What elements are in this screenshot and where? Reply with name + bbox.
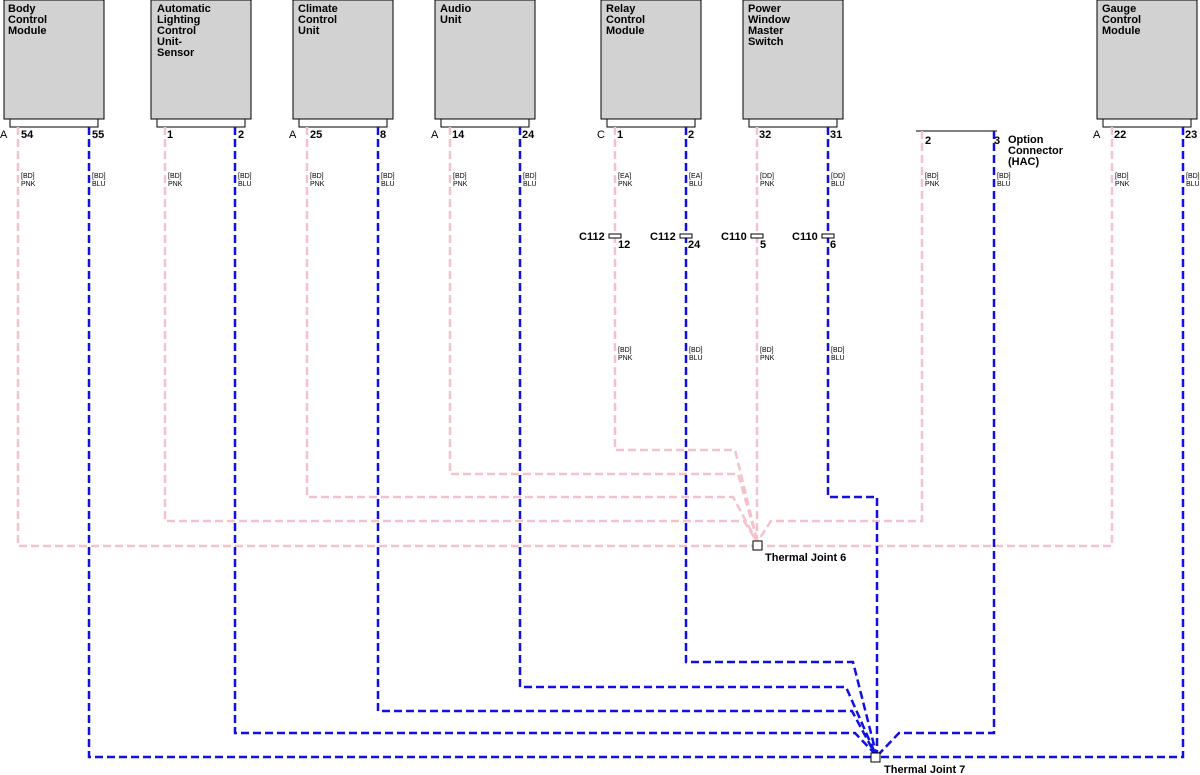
connector-letter: A bbox=[1093, 129, 1101, 141]
wire-label: [BD]PNK bbox=[310, 173, 325, 188]
pin-label: 2 bbox=[238, 129, 244, 141]
inline-connector-c112-12: C112 12 bbox=[579, 231, 630, 251]
pin-label: 24 bbox=[522, 129, 535, 141]
wire-label: [BD]PNK bbox=[925, 173, 940, 188]
wire-pwms-31-blu bbox=[826, 127, 879, 753]
wire-bcm-54-pnk bbox=[16, 127, 757, 548]
svg-text:6: 6 bbox=[830, 239, 836, 251]
wire-hac-3-blu bbox=[877, 131, 996, 756]
svg-text:5: 5 bbox=[760, 239, 766, 251]
wire-rcm-1-pnk bbox=[613, 127, 759, 541]
svg-text:12: 12 bbox=[618, 239, 630, 251]
svg-text:Thermal Joint 7: Thermal Joint 7 bbox=[884, 764, 965, 775]
wire-label: [EA]PNK bbox=[618, 173, 633, 188]
wire-label: [BD]BLU bbox=[689, 347, 703, 362]
wire-rcm-2-blu bbox=[684, 127, 878, 754]
wire-audio-24-blu bbox=[518, 127, 877, 754]
pin-label: 25 bbox=[310, 129, 322, 141]
thermal-joint-6: Thermal Joint 6 bbox=[752, 540, 846, 564]
connector-letter: A bbox=[0, 129, 8, 141]
wire-alc-1-pnk bbox=[163, 127, 759, 543]
svg-text:C112: C112 bbox=[579, 231, 605, 243]
thermal-joint-7: Thermal Joint 7 bbox=[870, 752, 965, 775]
pin-label: 2 bbox=[688, 129, 694, 141]
svg-text:C112: C112 bbox=[650, 231, 676, 243]
wire-label: [BD]PNK bbox=[618, 347, 633, 362]
pin-label: 23 bbox=[1185, 129, 1197, 141]
inline-connector-c110-6: C110 6 bbox=[792, 231, 836, 251]
svg-text:C110: C110 bbox=[792, 231, 818, 243]
wire-label: [DD]PNK bbox=[760, 173, 775, 188]
wire-label: [BD]PNK bbox=[168, 173, 183, 188]
pin-label: 8 bbox=[380, 129, 386, 141]
wire-label: [BD]PNK bbox=[1115, 173, 1130, 188]
pin-label: 55 bbox=[92, 129, 104, 141]
wire-label: [BD]BLU bbox=[381, 173, 395, 188]
wire-label: [EA]BLU bbox=[689, 173, 703, 188]
wire-ccu-25-pnk bbox=[305, 127, 758, 541]
inline-connector-c112-24: C112 24 bbox=[650, 231, 701, 251]
wire-audio-14-pnk bbox=[448, 127, 759, 541]
pin-label: 22 bbox=[1114, 129, 1126, 141]
wire-label: [BD]BLU bbox=[997, 173, 1011, 188]
wire-label: [BD]PNK bbox=[760, 347, 775, 362]
wire-label: [BD]BLU bbox=[1186, 173, 1200, 188]
connector-letter: A bbox=[431, 129, 439, 141]
pin-label: 3 bbox=[994, 135, 1000, 147]
connector-letter: A bbox=[289, 129, 297, 141]
pin-label: 1 bbox=[167, 129, 173, 141]
pin-label: 2 bbox=[925, 135, 931, 147]
wire-label: [BD]PNK bbox=[453, 173, 468, 188]
wire-gcm-22-pnk bbox=[757, 127, 1114, 548]
wire-gcm-23-blu bbox=[876, 127, 1185, 759]
pin-label: 31 bbox=[830, 129, 842, 141]
wire-hac-2-pnk bbox=[756, 131, 924, 542]
blue-wires bbox=[87, 127, 1185, 759]
wire-label: [DD]BLU bbox=[831, 173, 845, 188]
wire-bcm-55-blu bbox=[87, 127, 876, 759]
pink-wires bbox=[16, 127, 1114, 548]
inline-connector-c110-5: C110 5 bbox=[721, 231, 766, 251]
wire-code-labels: [BD]PNK [BD]BLU [BD]PNK [BD]BLU [BD]PNK … bbox=[21, 173, 1200, 362]
pin-label: 54 bbox=[21, 129, 34, 141]
svg-text:C110: C110 bbox=[721, 231, 747, 243]
wire-label: [BD]BLU bbox=[92, 173, 106, 188]
pin-label: 1 bbox=[617, 129, 623, 141]
wire-alc-2-blu bbox=[233, 127, 877, 756]
wire-label: [BD]BLU bbox=[831, 347, 845, 362]
pin-label: 32 bbox=[759, 129, 771, 141]
wire-label: [BD]BLU bbox=[238, 173, 252, 188]
svg-text:Thermal Joint 6: Thermal Joint 6 bbox=[765, 552, 846, 564]
wire-label: [BD]BLU bbox=[523, 173, 537, 188]
connector-letter: C bbox=[597, 129, 605, 141]
svg-text:24: 24 bbox=[688, 239, 701, 251]
pin-label: 14 bbox=[452, 129, 465, 141]
wire-label: [BD]PNK bbox=[21, 173, 36, 188]
wire-ccu-8-blu bbox=[376, 127, 877, 755]
